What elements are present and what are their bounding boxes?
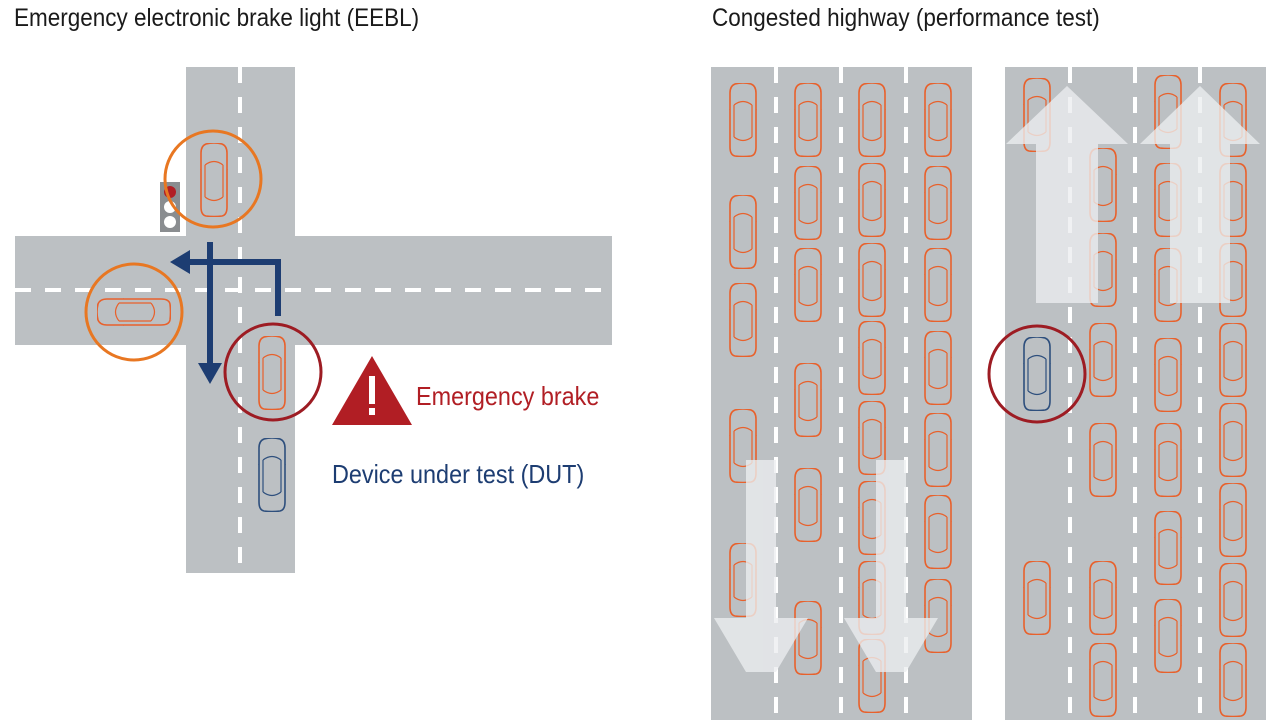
traffic-flow-arrows bbox=[714, 86, 1260, 672]
arrow-icon bbox=[170, 250, 190, 274]
dut-path-arrows bbox=[170, 242, 281, 384]
horizontal-road bbox=[15, 236, 612, 345]
highlight-circle bbox=[84, 262, 184, 362]
traffic-light-icon bbox=[160, 182, 180, 232]
dut-label: Device under test (DUT) bbox=[332, 459, 585, 489]
highlight-circle bbox=[163, 129, 263, 229]
intersection-roads bbox=[15, 67, 612, 573]
arrow-icon bbox=[1006, 86, 1128, 303]
highlight-circle bbox=[223, 322, 323, 422]
eebl-title: Emergency electronic brake light (EEBL) bbox=[14, 4, 420, 32]
highlight-circles-left bbox=[84, 129, 323, 422]
emergency-brake-label: Emergency brake bbox=[416, 381, 600, 411]
arrow-icon bbox=[844, 460, 938, 672]
arrow-icon bbox=[198, 363, 222, 384]
highway-title: Congested highway (performance test) bbox=[712, 4, 1100, 32]
arrow-icon bbox=[1140, 86, 1260, 303]
left-turn-path bbox=[188, 259, 281, 316]
arrow-icon bbox=[714, 460, 808, 672]
warning-triangle-icon bbox=[332, 356, 412, 425]
highlight-circle-dut bbox=[987, 324, 1087, 424]
